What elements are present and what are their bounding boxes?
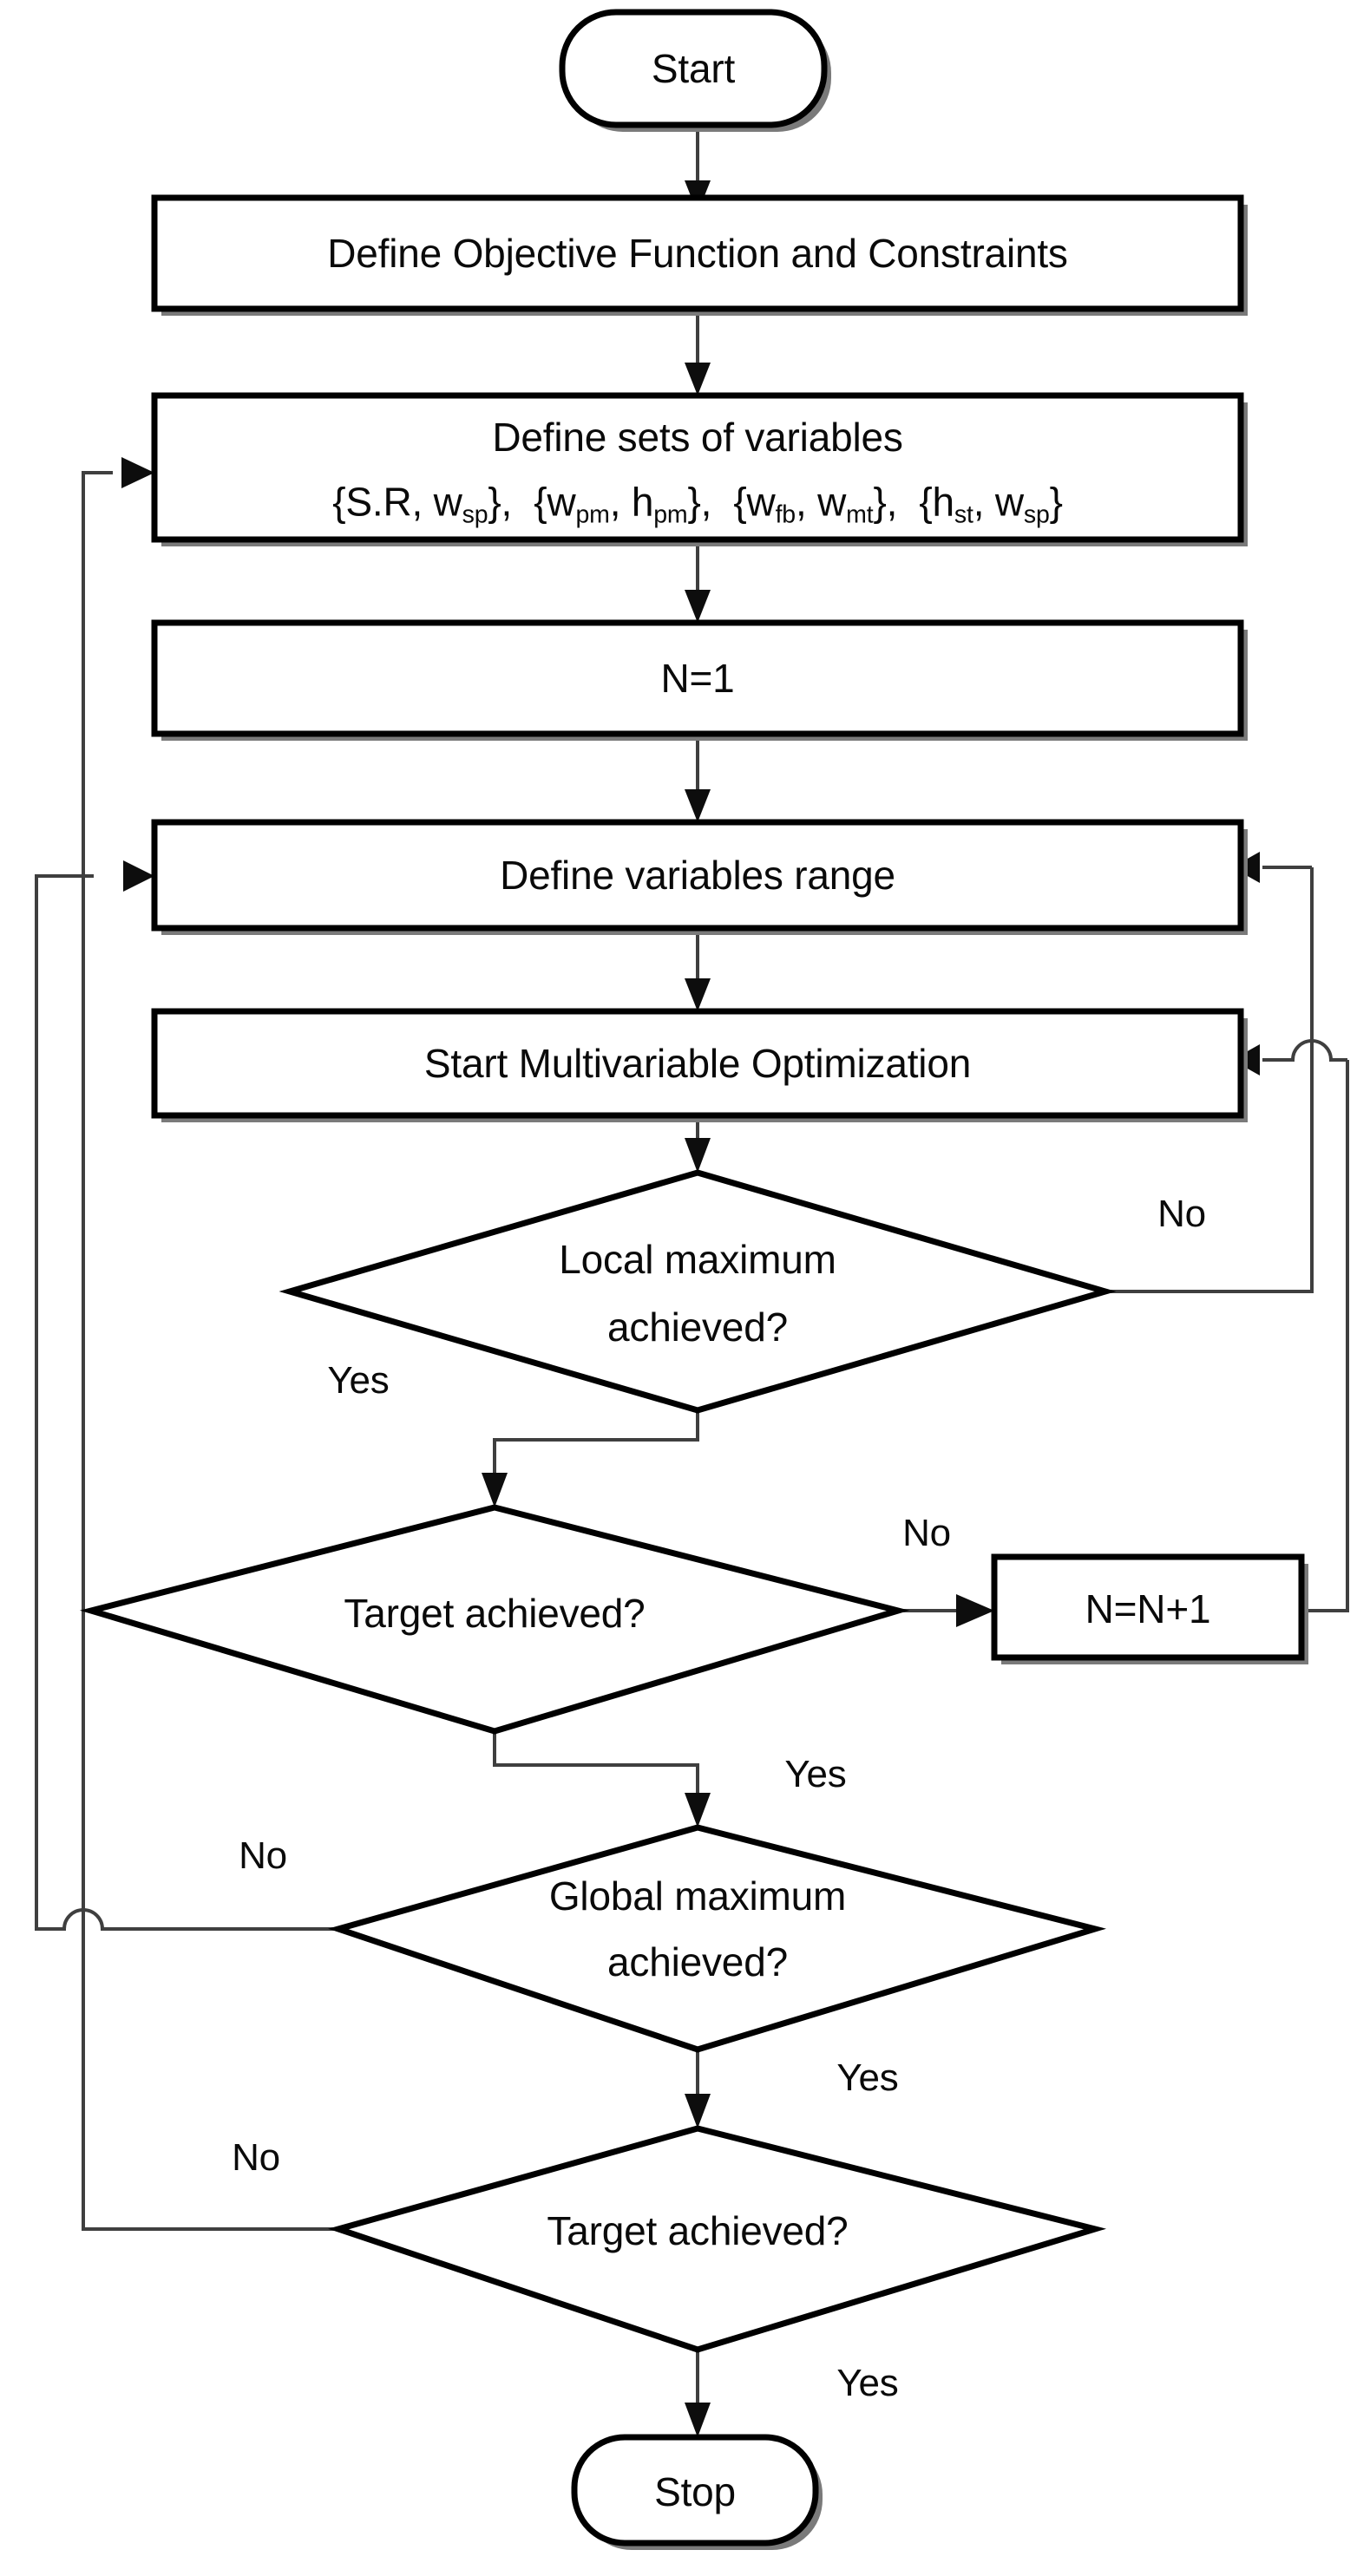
node-objective-label: Define Objective Function and Constraint… [327, 230, 1068, 276]
node-stop-label: Stop [654, 2468, 736, 2514]
node-global-max-label-line2: achieved? [607, 1939, 788, 1984]
node-target-1-label: Target achieved? [344, 1590, 646, 1636]
node-n-init-label: N=1 [660, 655, 735, 701]
edge-label-local-max-yes: Yes [327, 1358, 390, 1402]
node-start-opt[interactable] [151, 1008, 1248, 1122]
edge-label-target1-yes: Yes [784, 1752, 847, 1795]
node-start-label: Start [651, 45, 736, 91]
arrowhead-sets [685, 363, 711, 396]
edge-label-target2-no: No [232, 2135, 280, 2179]
edge-target2-no-to-sets [82, 471, 338, 2231]
arrowhead-varrange-left-outer [123, 860, 154, 892]
edge-layer: right, up to x=1512, into "Define variab… [35, 130, 1349, 2437]
node-sets[interactable] [151, 392, 1248, 546]
arrowhead-varrange-top [685, 789, 711, 822]
edge-target1-yes-to-globalmax [493, 1731, 699, 1808]
edge-globalmax-no-to-varrange [35, 874, 338, 1931]
node-layer [79, 9, 1308, 2550]
node-target-1[interactable] [79, 1504, 910, 1735]
node-sets-label-line1: Define sets of variables [492, 414, 903, 460]
node-local-max-label-line2: achieved? [607, 1304, 788, 1350]
edge-label-global-no: No [239, 1834, 287, 1877]
node-local-max-label-line1: Local maximum [559, 1236, 836, 1282]
edge-label-global-yes: Yes [836, 2056, 899, 2099]
node-n-incr-label: N=N+1 [1085, 1585, 1211, 1631]
arrowhead-target2-top [685, 2094, 711, 2128]
arrowhead-nincr-left [956, 1594, 994, 1627]
node-sets-label-line2: {S.R, wsp}, {wpm, hpm}, {wfb, wmt}, {hst… [332, 481, 1063, 529]
arrowhead-target1-top [482, 1473, 508, 1507]
edge-localmax-yes-to-target1 [493, 1410, 699, 1488]
edge-label-target1-no: No [902, 1511, 951, 1554]
node-n-init[interactable] [151, 619, 1248, 741]
node-target-2-label: Target achieved? [547, 2207, 849, 2253]
node-start-opt-label: Start Multivariable Optimization [423, 1040, 972, 1086]
edge-nincr-to-startopt [1308, 1060, 1349, 1612]
node-var-range-label: Define variables range [500, 852, 895, 898]
arrowhead-startopt-top [685, 978, 711, 1011]
node-target-2[interactable] [328, 2125, 1107, 2353]
var-set-2: {wpm, hpm}, [522, 479, 712, 529]
node-global-max-label-line1: Global maximum [548, 1873, 847, 1919]
arrowhead-sets-left [121, 457, 154, 488]
var-set-1: {S.R, wsp}, [332, 479, 513, 529]
arrowhead-globalmax-top [685, 1793, 711, 1827]
var-set-3: {wfb, wmt}, [722, 479, 898, 529]
var-set-4: {hst, wsp} [908, 479, 1063, 529]
edge-localmax-no-to-varrange [1105, 867, 1314, 1293]
node-start[interactable] [559, 9, 831, 132]
edge-label-local-max-no: No [1157, 1192, 1206, 1235]
arrowhead-stop-top [685, 2403, 711, 2437]
node-n-incr[interactable] [991, 1553, 1308, 1664]
node-global-max[interactable] [328, 1824, 1107, 2053]
node-var-range[interactable] [151, 819, 1248, 935]
arrowhead-ninit [685, 590, 711, 623]
edge-startopt-right-hop [1262, 1039, 1347, 1062]
node-objective[interactable] [151, 194, 1248, 316]
arrowhead-localmax-top [685, 1138, 711, 1173]
node-local-max[interactable] [279, 1169, 1117, 1414]
node-stop[interactable] [571, 2434, 823, 2550]
edge-label-target2-yes: Yes [836, 2361, 899, 2404]
